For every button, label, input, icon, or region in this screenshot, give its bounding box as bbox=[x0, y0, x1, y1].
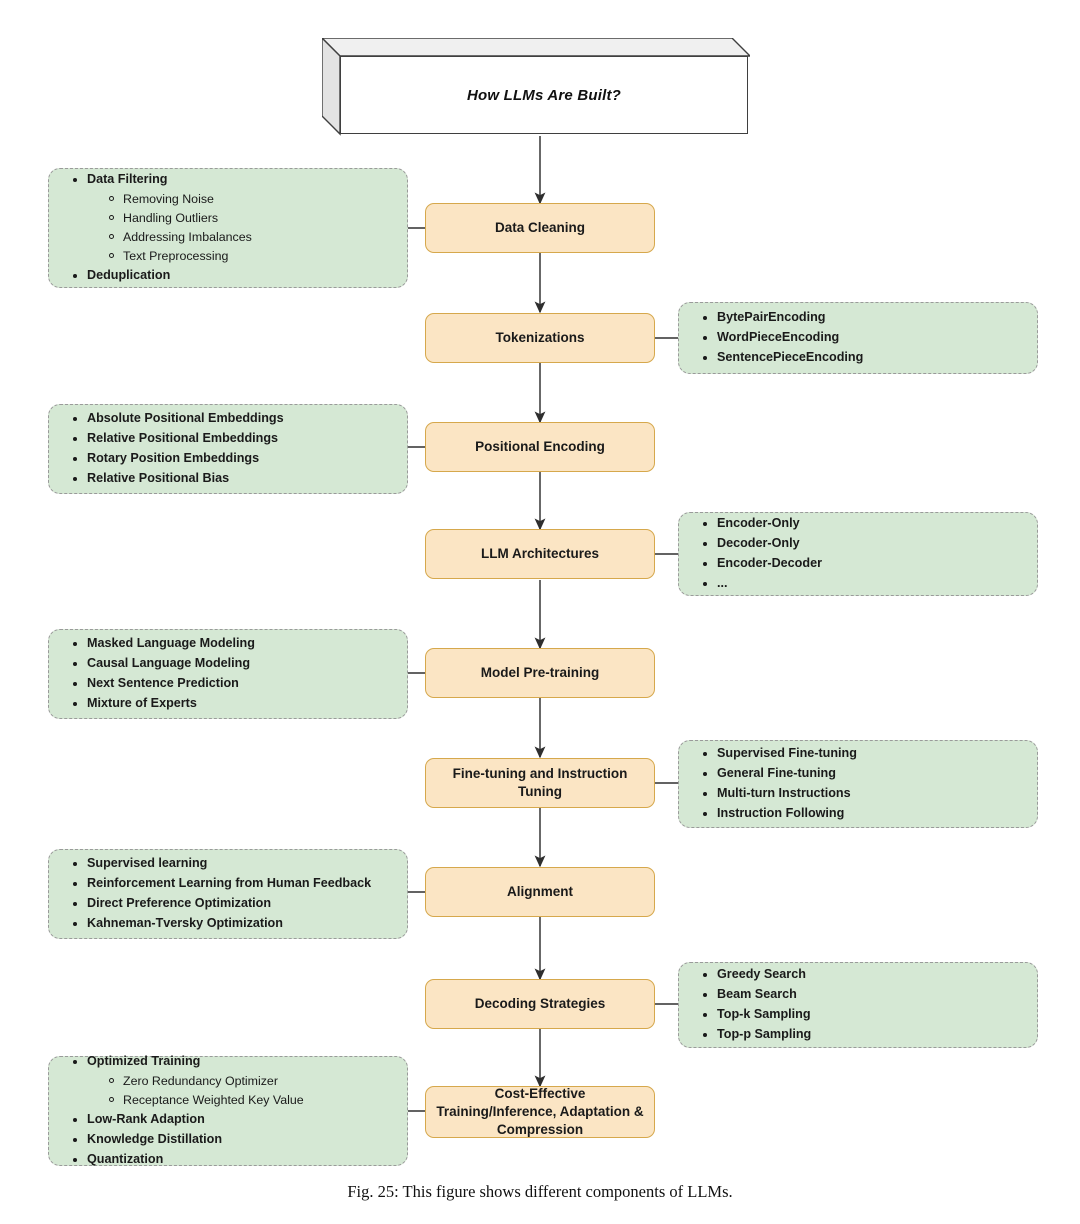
note-box-data-cleaning: Data Filtering Removing Noise Handling O… bbox=[48, 168, 408, 288]
process-label: LLM Architectures bbox=[480, 546, 600, 562]
note-box-fine-tuning-and-instruction-tuning: Supervised Fine-tuning General Fine-tuni… bbox=[678, 740, 1038, 828]
list-item: Masked Language Modeling bbox=[73, 634, 395, 654]
process-box-cost-effective-training[interactable]: Cost-Effective Training/Inference, Adapt… bbox=[425, 1086, 655, 1138]
list-item: Multi-turn Instructions bbox=[703, 784, 1025, 804]
process-label: Alignment bbox=[507, 884, 573, 900]
list-item: Encoder-Decoder bbox=[703, 554, 1025, 574]
list-item: Handling Outliers bbox=[109, 209, 395, 228]
title-box-face: How LLMs Are Built? bbox=[340, 56, 748, 134]
process-box-fine-tuning-and-instruction-tuning[interactable]: Fine-tuning and Instruction Tuning bbox=[425, 758, 655, 808]
process-box-tokenizations[interactable]: Tokenizations bbox=[425, 313, 655, 363]
process-label: Fine-tuning and Instruction Tuning bbox=[452, 766, 628, 799]
list-item: Decoder-Only bbox=[703, 534, 1025, 554]
list-item: Encoder-Only bbox=[703, 514, 1025, 534]
list-item: WordPieceEncoding bbox=[703, 328, 1025, 348]
note-sublist: Removing Noise Handling Outliers Address… bbox=[87, 190, 395, 267]
process-label: Cost-Effective Training/Inference, Adapt… bbox=[436, 1086, 644, 1137]
process-label: Model Pre-training bbox=[480, 665, 600, 681]
title-label: How LLMs Are Built? bbox=[466, 86, 622, 104]
list-item: Next Sentence Prediction bbox=[73, 674, 395, 694]
figure-caption: Fig. 25: This figure shows different com… bbox=[347, 1182, 733, 1201]
list-item: Relative Positional Bias bbox=[73, 469, 395, 489]
note-box-alignment: Supervised learning Reinforcement Learni… bbox=[48, 849, 408, 939]
title-box: How LLMs Are Built? bbox=[322, 38, 750, 136]
list-item: Mixture of Experts bbox=[73, 694, 395, 714]
note-box-tokenizations: BytePairEncoding WordPieceEncoding Sente… bbox=[678, 302, 1038, 374]
note-sublist: Zero Redundancy Optimizer Receptance Wei… bbox=[87, 1072, 395, 1110]
list-item: Instruction Following bbox=[703, 804, 1025, 824]
list-item: BytePairEncoding bbox=[703, 308, 1025, 328]
process-box-decoding-strategies[interactable]: Decoding Strategies bbox=[425, 979, 655, 1029]
list-item: Beam Search bbox=[703, 985, 1025, 1005]
process-label: Data Cleaning bbox=[494, 220, 586, 236]
note-box-model-pre-training: Masked Language Modeling Causal Language… bbox=[48, 629, 408, 719]
list-item: Data Filtering bbox=[73, 170, 395, 190]
list-item: Relative Positional Embeddings bbox=[73, 429, 395, 449]
note-box-decoding-strategies: Greedy Search Beam Search Top-k Sampling… bbox=[678, 962, 1038, 1048]
list-item: Addressing Imbalances bbox=[109, 228, 395, 247]
note-list: Data Filtering Removing Noise Handling O… bbox=[61, 170, 395, 287]
list-item: Deduplication bbox=[73, 266, 395, 286]
process-box-model-pre-training[interactable]: Model Pre-training bbox=[425, 648, 655, 698]
process-box-data-cleaning[interactable]: Data Cleaning bbox=[425, 203, 655, 253]
note-list: Supervised learning Reinforcement Learni… bbox=[61, 854, 395, 934]
list-item: SentencePieceEncoding bbox=[703, 348, 1025, 368]
note-list: Supervised Fine-tuning General Fine-tuni… bbox=[691, 744, 1025, 824]
list-item: ... bbox=[703, 574, 1025, 594]
note-list: Optimized Training Zero Redundancy Optim… bbox=[61, 1052, 395, 1170]
list-item: Low-Rank Adaption bbox=[73, 1110, 395, 1130]
list-item: Absolute Positional Embeddings bbox=[73, 409, 395, 429]
process-box-llm-architectures[interactable]: LLM Architectures bbox=[425, 529, 655, 579]
list-item: Top-k Sampling bbox=[703, 1005, 1025, 1025]
title-box-3d-shape bbox=[322, 38, 750, 136]
list-item: Quantization bbox=[73, 1150, 395, 1170]
list-item: Text Preprocessing bbox=[109, 247, 395, 266]
list-item: Causal Language Modeling bbox=[73, 654, 395, 674]
note-box-positional-encoding: Absolute Positional Embeddings Relative … bbox=[48, 404, 408, 494]
process-label: Decoding Strategies bbox=[474, 996, 606, 1012]
note-list: Masked Language Modeling Causal Language… bbox=[61, 634, 395, 714]
list-item: Optimized Training bbox=[73, 1052, 395, 1072]
note-list: Absolute Positional Embeddings Relative … bbox=[61, 409, 395, 489]
process-label: Positional Encoding bbox=[475, 439, 605, 455]
process-box-positional-encoding[interactable]: Positional Encoding bbox=[425, 422, 655, 472]
list-item: General Fine-tuning bbox=[703, 764, 1025, 784]
list-item: Direct Preference Optimization bbox=[73, 894, 395, 914]
list-item: Knowledge Distillation bbox=[73, 1130, 395, 1150]
note-list: Greedy Search Beam Search Top-k Sampling… bbox=[691, 965, 1025, 1045]
list-item: Top-p Sampling bbox=[703, 1025, 1025, 1045]
list-item: Kahneman-Tversky Optimization bbox=[73, 914, 395, 934]
list-item: Supervised Fine-tuning bbox=[703, 744, 1025, 764]
list-item: Receptance Weighted Key Value bbox=[109, 1091, 395, 1110]
list-item: Greedy Search bbox=[703, 965, 1025, 985]
list-item: Supervised learning bbox=[73, 854, 395, 874]
list-item: Zero Redundancy Optimizer bbox=[109, 1072, 395, 1091]
list-item: Rotary Position Embeddings bbox=[73, 449, 395, 469]
note-list: BytePairEncoding WordPieceEncoding Sente… bbox=[691, 308, 1025, 368]
process-label: Tokenizations bbox=[495, 330, 585, 346]
list-item: Removing Noise bbox=[109, 190, 395, 209]
note-box-cost-effective-training: Optimized Training Zero Redundancy Optim… bbox=[48, 1054, 408, 1166]
note-list: Encoder-Only Decoder-Only Encoder-Decode… bbox=[691, 514, 1025, 594]
note-box-llm-architectures: Encoder-Only Decoder-Only Encoder-Decode… bbox=[678, 512, 1038, 596]
process-box-alignment[interactable]: Alignment bbox=[425, 867, 655, 917]
list-item: Reinforcement Learning from Human Feedba… bbox=[73, 874, 395, 894]
